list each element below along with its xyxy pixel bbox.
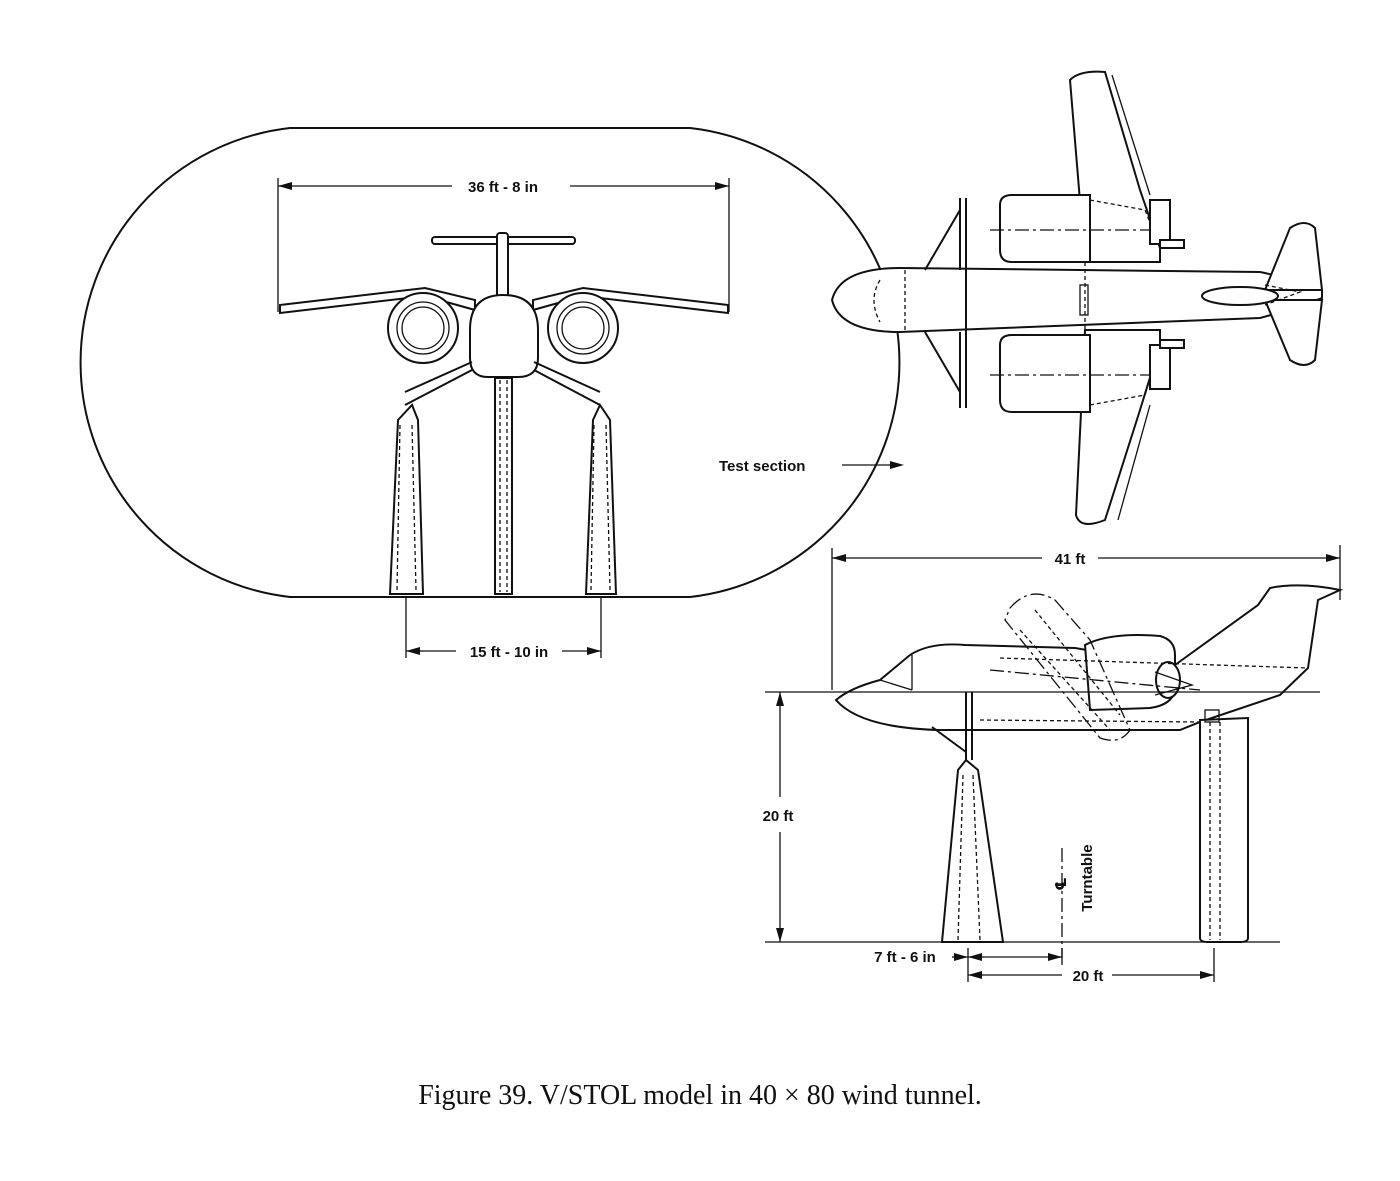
plan-view — [830, 70, 1324, 525]
height-dimension: 20 ft — [763, 692, 794, 942]
span-dimension: 36 ft - 8 in — [277, 178, 730, 312]
span-label: 36 ft - 8 in — [468, 179, 538, 196]
height-label: 20 ft — [763, 808, 794, 825]
strut-distance-label: 20 ft — [1073, 968, 1104, 985]
strut-offset-label: 7 ft - 6 in — [874, 949, 936, 966]
test-section-callout: Test section — [719, 458, 904, 475]
front-view: 36 ft - 8 in — [79, 127, 904, 661]
test-section-label: Test section — [719, 458, 805, 475]
length-label: 41 ft — [1055, 551, 1086, 568]
length-dimension: 41 ft — [831, 545, 1341, 690]
figure-caption: Figure 39. V/STOL model in 40 × 80 wind … — [418, 1080, 982, 1111]
strut-spacing-label: 15 ft - 10 in — [470, 644, 548, 661]
test-section-outline — [79, 127, 901, 598]
side-view: 41 ft — [763, 545, 1344, 985]
strut-spacing-dimension: 15 ft - 10 in — [405, 597, 602, 661]
centerline-symbol: ℄ — [1053, 877, 1070, 890]
turntable-label: Turntable — [1079, 844, 1096, 911]
turntable-centerline: ℄ Turntable — [1053, 844, 1096, 958]
strut-offset-dimension: 7 ft - 6 in — [874, 948, 1063, 982]
strut-distance-dimension: 20 ft — [968, 948, 1215, 985]
